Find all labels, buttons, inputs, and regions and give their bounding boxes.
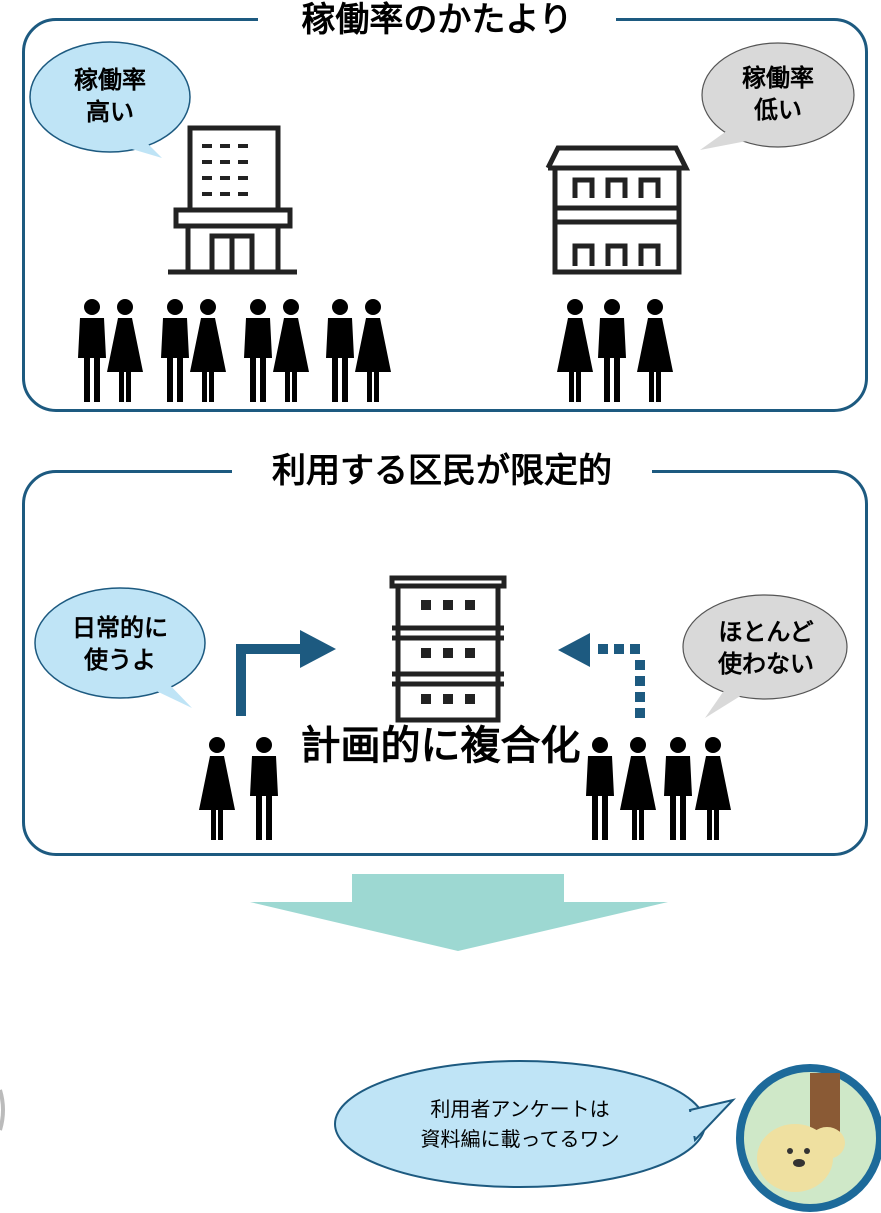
bubble-daily-text: 日常的に 使うよ <box>72 614 168 674</box>
office-building-icon <box>168 125 297 275</box>
left-edge-fragment <box>0 1089 5 1131</box>
small-building-icon <box>545 145 691 275</box>
mascot-note-text: 利用者アンケートは 資料編に載ってるワン <box>420 1097 620 1151</box>
panel2-title: 利用する区民が限定的 <box>232 450 652 492</box>
mascot-dog-icon <box>736 1064 881 1212</box>
bubble-high-text: 稼働率 高い <box>74 66 146 126</box>
dotted-flow-arrow <box>558 633 645 718</box>
solid-flow-arrow <box>236 630 336 716</box>
bubble-low-text: 稼働率 低い <box>742 64 814 124</box>
bubble-rarely-text: ほとんど 使わない <box>718 618 814 678</box>
people-group-few <box>557 299 673 402</box>
people-group-many <box>78 299 391 402</box>
apartment-building-icon <box>389 575 507 723</box>
conclusion-title: 計画的に複合化 <box>300 723 581 769</box>
bubble-rarely-use <box>682 594 848 718</box>
bubble-daily-use <box>34 587 206 708</box>
mascot-speech-bubble <box>334 1060 737 1188</box>
conclusion-down-arrow <box>250 874 668 951</box>
panel1-title: 稼働率のかたより <box>258 0 616 40</box>
bubble-low-utilization <box>700 42 855 150</box>
bubble-high-utilization <box>29 41 191 158</box>
